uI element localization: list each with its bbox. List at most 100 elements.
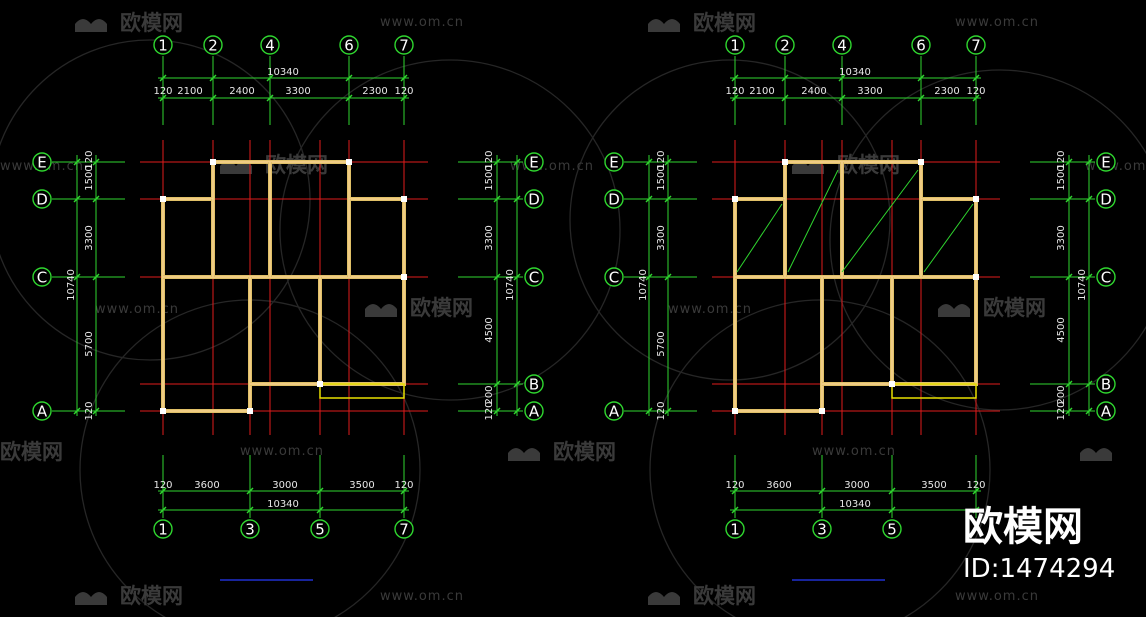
svg-text:欧模网: 欧模网 [0,440,63,464]
dimension-tick [513,407,521,415]
axis-bubble-circle [911,35,931,55]
dimension-label: 2100 [177,86,202,97]
axis-bubble-label: 1 [158,521,168,539]
dimension-tick [73,158,81,166]
svg-text:欧模网: 欧模网 [837,153,900,177]
dimension-tick [345,94,353,102]
watermark-logo: 欧模网 [938,296,1046,320]
axis-bubble: E [32,152,52,172]
axis-bubble-label: 1 [158,37,168,55]
watermark-logo: 欧模网 [365,296,473,320]
dimension-tick [972,506,980,514]
axis-bubble-label: C [37,269,47,287]
dimension-tick [838,94,846,102]
axis-bubble-circle [604,152,624,172]
dimension-label: 10740 [505,269,516,301]
axis-bubble: E [604,152,624,172]
axis-bubble-circle [604,267,624,287]
axis-bubble-circle [260,35,280,55]
axis-bubble: A [1096,401,1116,421]
structural-column [973,274,979,280]
watermark-logo: 欧模网 [220,153,328,177]
axis-bubble-label: 3 [817,521,827,539]
axis-bubble: 7 [966,35,986,55]
axis-bubble-label: 3 [245,521,255,539]
axis-bubble-circle [725,519,745,539]
dimension-tick [513,158,521,166]
axis-bubble-circle [153,519,173,539]
watermark-logo: 欧模网 [792,153,900,177]
axis-bubble: 3 [812,519,832,539]
dimension-label: 120 [394,86,413,97]
axis-bubble-label: 6 [916,37,926,55]
dimension-label: 3600 [766,480,791,491]
dimension-tick [818,487,826,495]
axis-bubble-label: 5 [887,521,897,539]
dimension-label: 120 [656,150,667,169]
axis-bubble-label: E [37,154,46,172]
dimension-tick [1065,380,1073,388]
void-diagonal [841,169,919,273]
dimension-label: 3300 [84,225,95,250]
svg-text:欧模网: 欧模网 [410,296,473,320]
axis-bubble-label: E [609,154,618,172]
axis-bubble-circle [604,189,624,209]
dimension-tick [92,158,100,166]
axis-bubble: 1 [725,35,745,55]
dimension-tick [159,487,167,495]
axis-bubble: E [524,152,544,172]
axis-bubble: 7 [394,519,414,539]
dimension-label: 120 [394,480,413,491]
dimension-label: 4500 [1056,317,1067,342]
dimension-tick [972,94,980,102]
dimension-tick [664,195,672,203]
structural-column [732,196,738,202]
axis-bubble: C [1096,267,1116,287]
dimension-tick [493,407,501,415]
dimension-tick [159,94,167,102]
axis-bubble-circle [966,35,986,55]
axis-bubble-circle [1096,189,1116,209]
dimension-tick [493,380,501,388]
axis-bubble: 3 [240,519,260,539]
dimension-label: 120 [725,86,744,97]
dimension-tick [73,273,81,281]
structural-column [401,196,407,202]
dimension-tick [345,74,353,82]
dimension-label: 10340 [839,499,871,510]
axis-bubble-label: C [1101,269,1111,287]
structural-column [210,159,216,165]
svg-text:欧模网: 欧模网 [693,11,756,35]
axis-bubble-circle [339,35,359,55]
watermark-logo: 欧模网 [75,584,183,608]
dimension-label: 120 [1056,150,1067,169]
dimension-label: 120 [84,401,95,420]
watermark-logo: 欧模网 [75,11,183,35]
axis-bubble-label: 4 [265,37,275,55]
structural-column [346,159,352,165]
axis-bubble-circle [1096,152,1116,172]
dimension-label: 3300 [857,86,882,97]
axis-bubble-label: 2 [780,37,790,55]
axis-bubble-label: B [1101,376,1111,394]
dimension-label: 2300 [362,86,387,97]
axis-bubble-circle [394,35,414,55]
watermark-logo [1080,448,1112,461]
dimension-tick [159,74,167,82]
axis-bubble-circle [832,35,852,55]
axis-bubble-circle [1096,267,1116,287]
dimension-label: 10340 [267,67,299,78]
axis-bubble-circle [32,267,52,287]
dimension-tick [246,487,254,495]
axis-bubble: B [524,374,544,394]
dimension-label: 120 [656,401,667,420]
axis-bubble: 7 [394,35,414,55]
dimension-label: 10740 [638,269,649,301]
dimension-tick [731,487,739,495]
dimension-tick [513,380,521,388]
void-diagonal [736,203,783,273]
structural-column [819,408,825,414]
